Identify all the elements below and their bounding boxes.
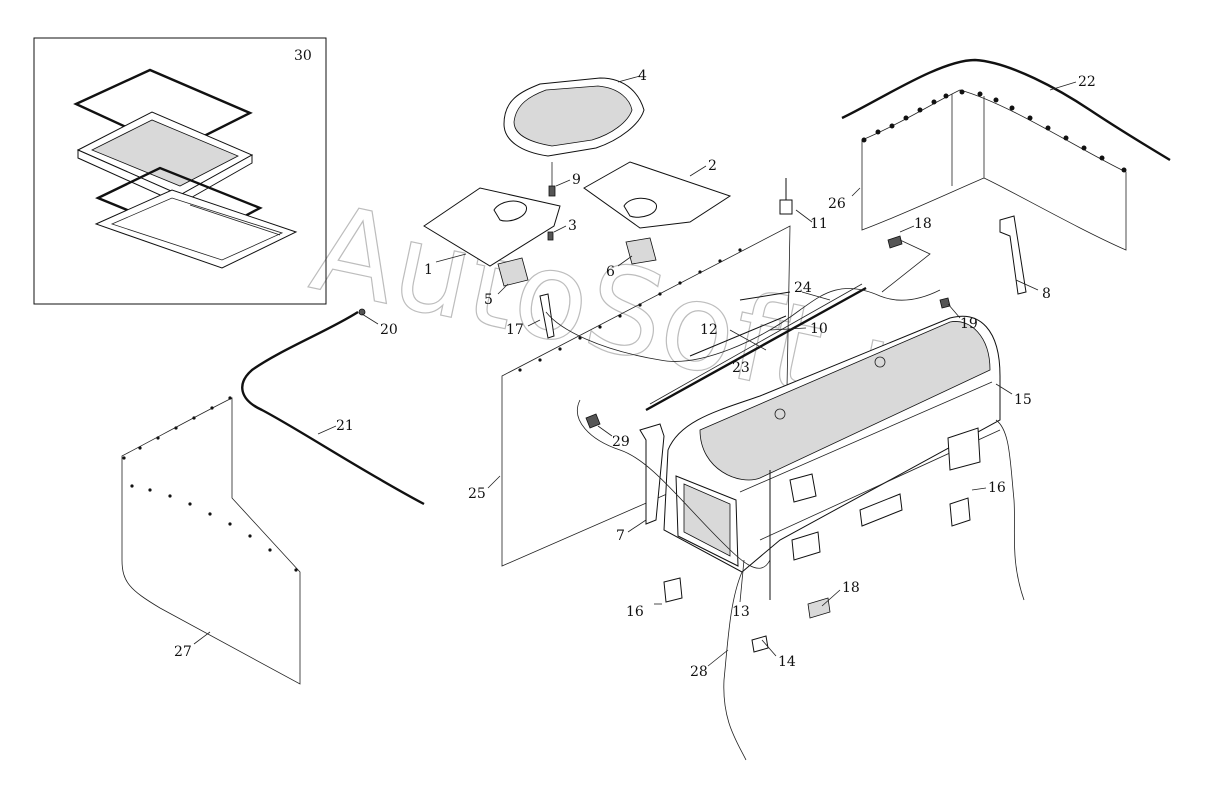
part-sunroof-cover [503, 77, 645, 157]
part-bracket-8 [999, 215, 1027, 295]
callout-17: 17 [506, 322, 524, 338]
callout-7: 7 [616, 528, 625, 544]
leader-lines [193, 75, 1077, 667]
part-clip-16-right [949, 497, 971, 527]
callout-21: 20 [380, 322, 398, 338]
inset-sunroof-assembly [33, 37, 327, 305]
callout-26: 25 [468, 486, 486, 502]
upper-sheet-rivets [861, 89, 1127, 173]
callout-2: 2 [708, 158, 717, 174]
part-cover-sheet-upper [861, 89, 1127, 251]
screw-9 [548, 185, 556, 197]
callout-27b: 27 [174, 644, 192, 660]
callout-23: 22 [1078, 74, 1096, 90]
part-weatherstrip-left [241, 310, 425, 506]
callout-3: 3 [568, 218, 577, 234]
part-headliner-right [583, 161, 732, 265]
part-bracket-14 [751, 635, 769, 653]
callout-5: 5 [484, 292, 493, 308]
part-weatherstrip-upper [841, 58, 1171, 162]
roof-handle [789, 473, 817, 503]
part-bracket-7 [639, 423, 665, 525]
part-headliner-left [423, 187, 561, 287]
callout-24: 23 [732, 360, 750, 376]
callout-15: 15 [1014, 392, 1032, 408]
lower-sheet-rivets [122, 396, 298, 572]
callout-22: 21 [336, 418, 354, 434]
part-lamp-5 [497, 257, 529, 287]
harness-15 [995, 419, 1025, 601]
callout-29: 29 [612, 434, 630, 450]
part-bracket-17 [539, 293, 555, 339]
harness-28 [723, 571, 747, 761]
part-lamp-18 [807, 597, 831, 619]
callout-12: 12 [700, 322, 718, 338]
callout-25: 24 [794, 280, 812, 296]
callout-labels: 30 4 2 9 3 1 5 6 11 18 8 19 10 12 23 24 … [174, 48, 1096, 680]
callout-18: 18 [842, 580, 860, 596]
callout-20: 19 [960, 316, 978, 332]
callout-28: 28 [690, 664, 708, 680]
callout-9: 9 [572, 172, 581, 188]
callout-14: 14 [778, 654, 796, 670]
callout-19: 18 [914, 216, 932, 232]
part-cover-sheet-lower [121, 397, 301, 685]
inset-frame [33, 37, 327, 305]
part-lamp-6 [625, 237, 657, 265]
callout-11: 11 [810, 216, 828, 232]
part-antenna [779, 178, 793, 215]
harness-upper [545, 288, 941, 362]
callout-4: 4 [638, 68, 647, 84]
screw-3 [547, 231, 554, 241]
callout-16a: 16 [626, 604, 644, 620]
callout-27a: 26 [828, 196, 846, 212]
callout-6: 6 [606, 264, 615, 280]
callout-1: 1 [424, 262, 433, 278]
callout-10: 10 [810, 321, 828, 337]
harness-left [577, 399, 771, 569]
callout-8: 8 [1042, 286, 1051, 302]
callout-16b: 16 [988, 480, 1006, 496]
part-rail-25 [645, 286, 867, 412]
part-rod-12 [689, 315, 787, 357]
left-sheet-rivets [518, 248, 742, 372]
cab-roof-body [663, 315, 1001, 573]
callout-13: 13 [732, 604, 750, 620]
nut-20 [939, 297, 951, 309]
callout-30: 30 [294, 48, 312, 64]
bolt-19 [887, 235, 903, 249]
part-clip-21 [358, 308, 366, 316]
part-clip-29 [585, 413, 601, 429]
part-clip-16-left [663, 577, 683, 603]
